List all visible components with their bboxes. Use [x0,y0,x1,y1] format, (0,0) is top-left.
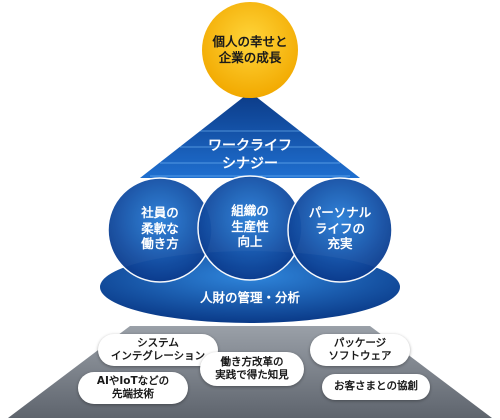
circle-label-productivity: 組織の 生産性 向上 [231,203,269,250]
base-item-package-software: パッケージ ソフトウェア [310,334,410,366]
circle-label-flexible-work: 社員の 柔軟な 働き方 [141,205,179,252]
goal-sun [202,2,298,98]
base-item-work-reform-knowledge: 働き方改革の 実践で得た知見 [200,352,304,386]
circle-personal-life [287,177,393,283]
foundation-label: 人財の管理・分析 [199,290,300,305]
base-item-customer-co-creation: お客さまとの協創 [322,374,430,400]
base-item-advanced-technology: AIやIoTなどの 先端技術 [78,372,188,404]
goal-label: 個人の幸せと 企業の成長 [212,34,288,65]
base-item-system-integration: システム インテグレーション [98,334,218,366]
synergy-pyramid [140,92,360,178]
circle-label-personal-life: パーソナル ライフの 充実 [308,205,372,252]
synergy-label: ワークライフ シナジー [208,138,292,172]
